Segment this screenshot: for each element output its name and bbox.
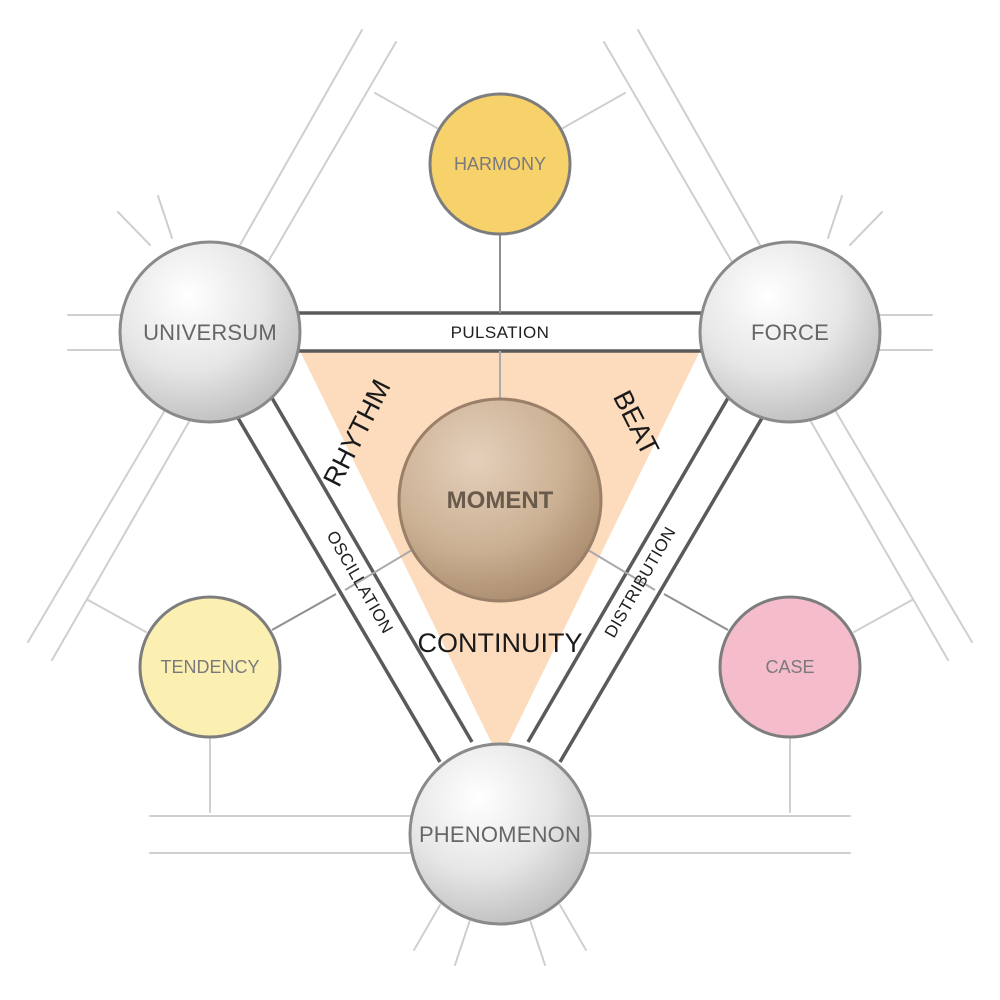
facet-label-continuity: CONTINUITY: [418, 628, 583, 658]
spokes: [271, 232, 729, 631]
force-node: FORCE: [698, 240, 882, 424]
tendency-label: TENDENCY: [160, 657, 259, 677]
tendency-node: TENDENCY: [138, 595, 282, 739]
band-label-pulsation: PULSATION: [451, 323, 550, 342]
moment-node: MOMENT: [397, 397, 603, 603]
universum-label: UNIVERSUM: [143, 320, 277, 345]
universum-node: UNIVERSUM: [118, 240, 302, 424]
harmony-node: HARMONY: [428, 92, 572, 236]
moment-label: MOMENT: [447, 487, 554, 514]
phenomenon-label: PHENOMENON: [419, 822, 581, 847]
case-label: CASE: [765, 657, 814, 677]
force-label: FORCE: [751, 320, 829, 345]
harmony-label: HARMONY: [454, 154, 546, 174]
case-node: CASE: [718, 595, 862, 739]
phenomenon-node: PHENOMENON: [408, 742, 592, 926]
background-grid: [27, 29, 973, 966]
